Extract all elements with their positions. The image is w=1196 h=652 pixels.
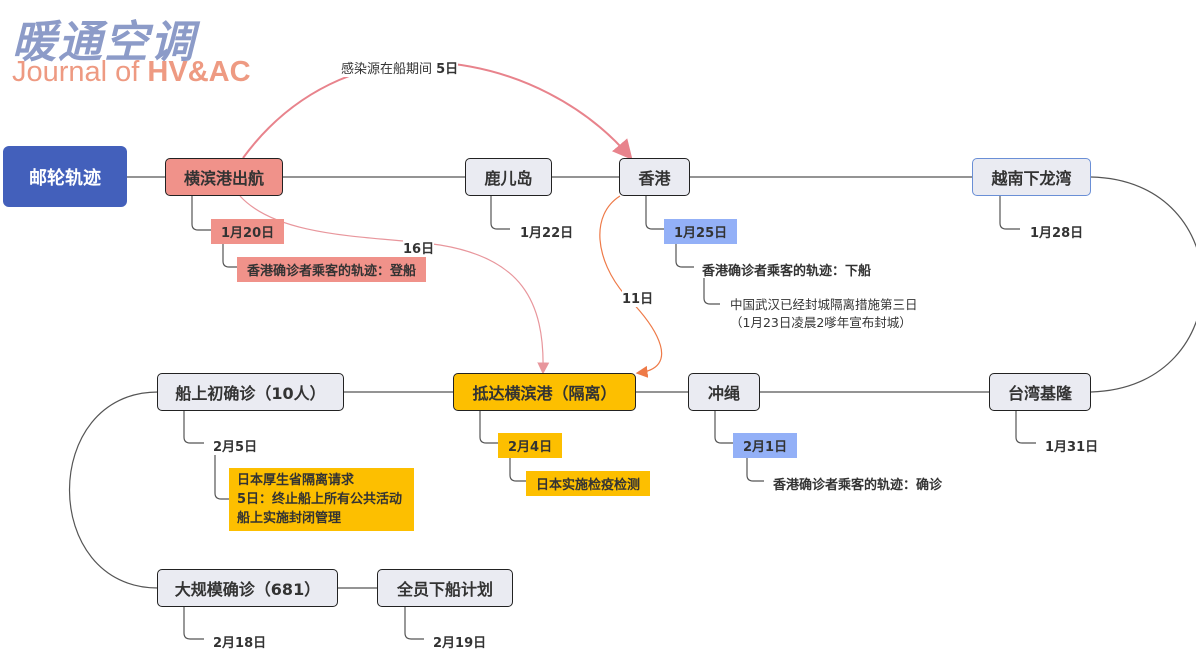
note-line: 中国武汉已经封城隔离措施第三日 <box>730 297 918 312</box>
note-label[interactable]: 中国武汉已经封城隔离措施第三日 （1月23日凌晨2嗲年宣布封城） <box>730 296 918 332</box>
date-label[interactable]: 1月22日 <box>520 226 574 241</box>
note-tag[interactable]: 日本实施检疫检测 <box>526 471 651 496</box>
note-line: 5日：终止船上所有公共活动 <box>237 492 403 507</box>
date-tag[interactable]: 1月25日 <box>664 219 738 244</box>
date-tag[interactable]: 2月1日 <box>733 433 798 458</box>
note-label[interactable]: 香港确诊者乘客的轨迹：下船 <box>702 264 872 279</box>
stop-okinawa[interactable]: 冲绳 <box>688 373 760 411</box>
logo-english-bold: HV&AC <box>147 56 251 88</box>
stop-disembark-plan[interactable]: 全员下船计划 <box>377 569 513 607</box>
date-label[interactable]: 2月18日 <box>213 636 267 651</box>
stop-yokohama-arrive[interactable]: 抵达横滨港（隔离） <box>453 373 636 411</box>
note-tag[interactable]: 香港确诊者乘客的轨迹：登船 <box>237 257 427 282</box>
logo-english-prefix: Journal of <box>12 56 148 88</box>
root-topic[interactable]: 邮轮轨迹 <box>3 146 127 207</box>
stop-kagoshima[interactable]: 鹿儿岛 <box>465 158 552 196</box>
date-label[interactable]: 1月31日 <box>1045 440 1099 455</box>
relation-label-5days: 感染源在船期间 5日 <box>341 58 459 77</box>
note-line: 船上实施封闭管理 <box>237 511 342 526</box>
main-curve-left <box>69 391 159 589</box>
relation-label-16days: 16日 <box>403 238 435 257</box>
stop-first-confirmed[interactable]: 船上初确诊（10人） <box>157 373 344 411</box>
main-curve-right <box>1090 176 1196 393</box>
relation-arrow-16days <box>239 195 550 375</box>
date-label[interactable]: 2月19日 <box>433 636 487 651</box>
relation-label-text: 感染源在船期间 <box>341 62 437 77</box>
relation-arrow-11days <box>599 195 663 378</box>
note-line: （1月23日凌晨2嗲年宣布封城） <box>730 315 912 330</box>
note-label[interactable]: 香港确诊者乘客的轨迹：确诊 <box>773 478 943 493</box>
date-label[interactable]: 1月28日 <box>1030 226 1084 241</box>
date-label[interactable]: 2月5日 <box>213 440 258 455</box>
date-tag[interactable]: 2月4日 <box>498 433 563 458</box>
stop-yokohama-depart[interactable]: 横滨港出航 <box>165 158 283 196</box>
logo-english: Journal of HV&AC <box>12 56 251 89</box>
relation-label-bold: 5日 <box>436 62 459 77</box>
stop-keelung[interactable]: 台湾基隆 <box>989 373 1091 411</box>
note-tag[interactable]: 日本厚生省隔离请求 5日：终止船上所有公共活动 船上实施封闭管理 <box>229 468 414 531</box>
logo-chinese: 暖通空调 <box>12 17 196 68</box>
note-line: 日本厚生省隔离请求 <box>237 473 355 488</box>
date-tag[interactable]: 1月20日 <box>211 219 285 244</box>
stop-mass-confirmed[interactable]: 大规模确诊（681） <box>157 569 338 607</box>
relation-label-11days: 11日 <box>622 288 654 307</box>
stop-halong-bay[interactable]: 越南下龙湾 <box>972 158 1091 196</box>
stop-hongkong[interactable]: 香港 <box>619 158 690 196</box>
